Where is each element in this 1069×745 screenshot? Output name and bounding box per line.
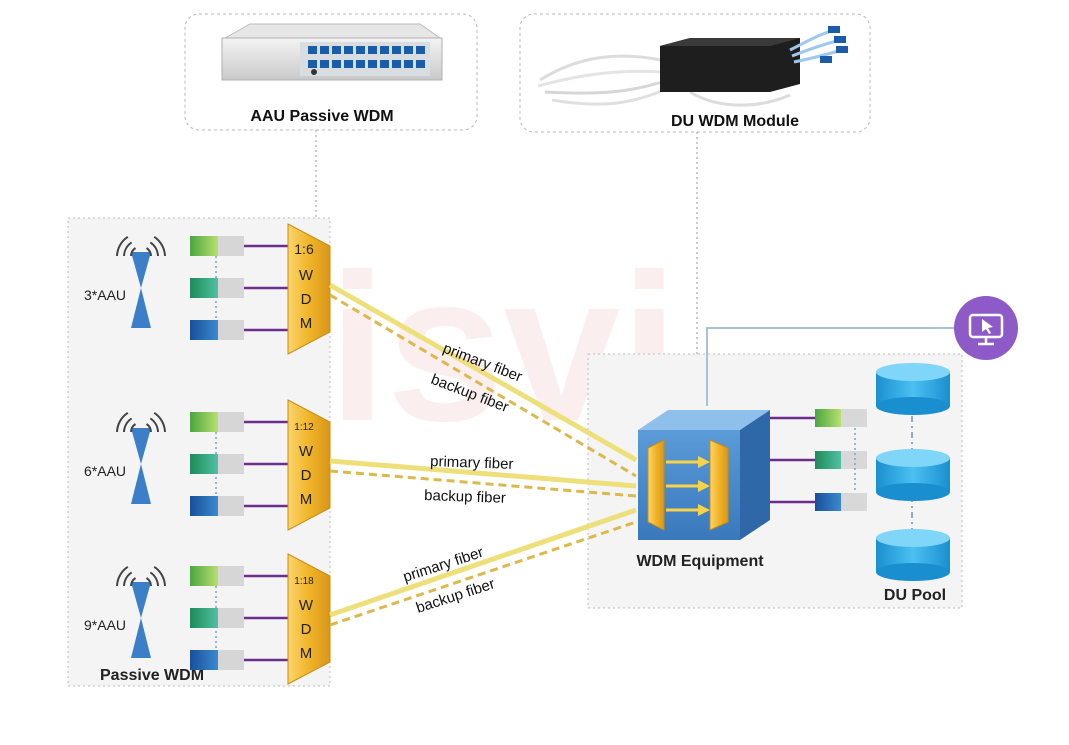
- wdm-letter: D: [301, 621, 312, 638]
- du-side-modules: [815, 409, 867, 511]
- database-icon: [876, 449, 950, 501]
- optical-module: [190, 412, 218, 432]
- passive-wdm-unit: [287, 223, 331, 355]
- aau-passive-wdm-label: AAU Passive WDM: [250, 108, 393, 125]
- wdm-letter: M: [300, 315, 313, 332]
- backup-fiber-line: [329, 293, 637, 478]
- wdm-ratio-label: 1:6: [294, 241, 314, 257]
- aau-wdm-device-picture: [221, 23, 443, 81]
- optical-module-body: [218, 320, 244, 340]
- optical-module-body: [218, 454, 244, 474]
- du-wdm-module-label: DU WDM Module: [671, 113, 799, 130]
- monitor-connector: [706, 327, 958, 406]
- primary-fiber-label: primary fiber: [430, 453, 514, 473]
- optical-module: [190, 454, 218, 474]
- wdm-letter: D: [301, 467, 312, 484]
- aau-count-label: 3*AAU: [84, 287, 126, 303]
- optical-module-body: [218, 496, 244, 516]
- wdm-letter: W: [299, 443, 314, 460]
- passive-wdm-unit: [287, 553, 331, 685]
- backup-fiber-label: backup fiber: [424, 487, 506, 507]
- equipment-du-links: [770, 416, 815, 504]
- database-icon: [876, 529, 950, 581]
- optical-module-body: [218, 650, 244, 670]
- optical-module-body: [218, 608, 244, 628]
- optical-module: [190, 236, 218, 256]
- wdm-letter: M: [300, 645, 313, 662]
- monitor-cursor-icon[interactable]: [954, 296, 1018, 360]
- wdm-letter: M: [300, 491, 313, 508]
- antenna-icon: [116, 411, 166, 504]
- passive-wdm-label: Passive WDM: [100, 667, 204, 684]
- optical-module-body: [218, 236, 244, 256]
- optical-module: [190, 650, 218, 670]
- wdm-ratio-label: 1:12: [294, 422, 314, 433]
- primary-fiber-line: [329, 507, 637, 618]
- wdm-letter: D: [301, 291, 312, 308]
- wdm-equipment-cube: [638, 410, 770, 540]
- du-pool-label: DU Pool: [884, 587, 946, 604]
- aau-count-label: 6*AAU: [84, 463, 126, 479]
- primary-fiber-line: [328, 282, 638, 463]
- optical-module: [190, 608, 218, 628]
- primary-fiber-line: [329, 458, 637, 489]
- du-wdm-device-picture: [537, 26, 848, 107]
- optical-module-body: [218, 412, 244, 432]
- passive-wdm-unit: [287, 399, 331, 531]
- aau-passive-wdm-card: AAU Passive WDM: [184, 13, 478, 131]
- optical-module: [190, 320, 218, 340]
- optical-module-body: [218, 566, 244, 586]
- du-wdm-module-card: DU WDM Module: [519, 13, 871, 133]
- antenna-icon: [116, 565, 166, 658]
- optical-module: [190, 278, 218, 298]
- wdm-ratio-label: 1:18: [294, 576, 314, 587]
- database-icon: [876, 363, 950, 415]
- wdm-equipment-label: WDM Equipment: [636, 553, 764, 570]
- optical-module: [190, 566, 218, 586]
- wdm-letter: W: [299, 267, 314, 284]
- optical-module: [190, 496, 218, 516]
- backup-fiber-line: [329, 520, 637, 627]
- optical-module-body: [218, 278, 244, 298]
- du-pool: [876, 363, 950, 581]
- wdm-letter: W: [299, 597, 314, 614]
- aau-count-label: 9*AAU: [84, 617, 126, 633]
- antenna-icon: [116, 235, 166, 328]
